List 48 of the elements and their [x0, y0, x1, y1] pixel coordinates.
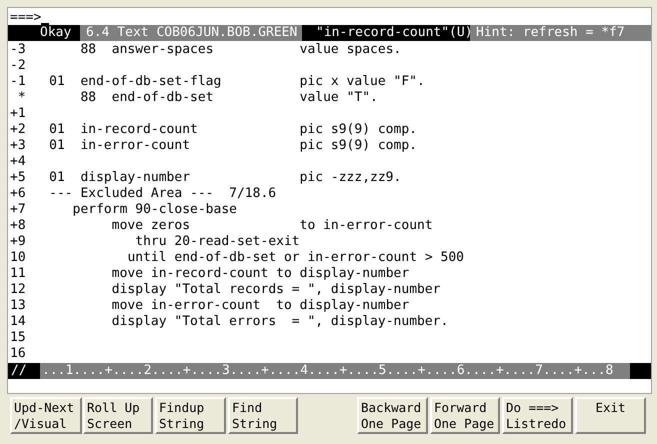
command-prompt: ===> [10, 10, 42, 26]
code-line: move in-error-count to display-number [112, 298, 410, 314]
function-key-button: Exit [575, 397, 646, 434]
code-line: display "Total records = ", display-number [112, 282, 441, 298]
line-number: -2 [10, 58, 26, 74]
line-number: 15 [10, 330, 26, 346]
code-line: move zeros to in-error-count [112, 218, 433, 234]
code-line: until end-of-db-set or in-error-count > 500 [127, 250, 464, 266]
code-line: display "Total errors = ", display-number. [112, 314, 448, 330]
line-number: +2 [10, 122, 26, 138]
line-number: 14 [10, 314, 26, 330]
line-number: +5 [10, 170, 26, 186]
line-number: +6 [10, 186, 26, 202]
line-number: +7 [10, 202, 26, 218]
line-number: -3 [10, 42, 26, 58]
line-number: 16 [10, 346, 26, 362]
function-key-button: Find String [228, 397, 298, 434]
function-key-button: Backward One Page [357, 397, 428, 434]
line-number: 10 [10, 250, 26, 266]
code-line: 01 end-of-db-set-flag pic x value "F". [49, 74, 425, 90]
code-line: 88 answer-spaces value spaces. [80, 42, 402, 58]
code-line: 01 display-number pic -zzz,zz9. [49, 170, 402, 186]
function-key-button: Findup String [155, 397, 226, 434]
function-key-button: Roll Up Screen [83, 397, 153, 434]
function-key-button: Do ===> Listredo [502, 397, 573, 434]
line-number: +9 [10, 234, 26, 250]
line-number: 13 [10, 298, 26, 314]
line-number: +1 [10, 106, 26, 122]
function-key-button: Upd-Next /Visual [10, 397, 82, 434]
status-text: 6.4 Text COB06JUN.BOB.GREEN [80, 25, 302, 41]
code-line: 88 end-of-db-set value "T". [80, 90, 378, 106]
column-ruler: ...1....+....2....+....3....+....4....+....5....+....6....+....7....+...8 [40, 363, 630, 379]
line-number: +8 [10, 218, 26, 234]
code-line: perform 90-close-base [72, 202, 237, 218]
ruler-marker: // [10, 363, 28, 379]
code-line: move in-record-count to display-number [112, 266, 410, 282]
code-line: thru 20-read-set-exit [135, 234, 300, 250]
code-line: --- Excluded Area --- 7/18.6 [49, 186, 276, 202]
function-key-button: Forward One Page [430, 397, 500, 434]
line-number: 11 [10, 266, 26, 282]
status-text: Hint: refresh = *f7 [470, 25, 651, 41]
line-number: -1 [10, 74, 26, 90]
code-line: 01 in-record-count pic s9(9) comp. [49, 122, 417, 138]
line-number: +3 [10, 138, 26, 154]
line-number: +4 [10, 154, 26, 170]
code-line: 01 in-error-count pic s9(9) comp. [49, 138, 417, 154]
line-number: 12 [10, 282, 26, 298]
line-number: * [18, 90, 26, 106]
